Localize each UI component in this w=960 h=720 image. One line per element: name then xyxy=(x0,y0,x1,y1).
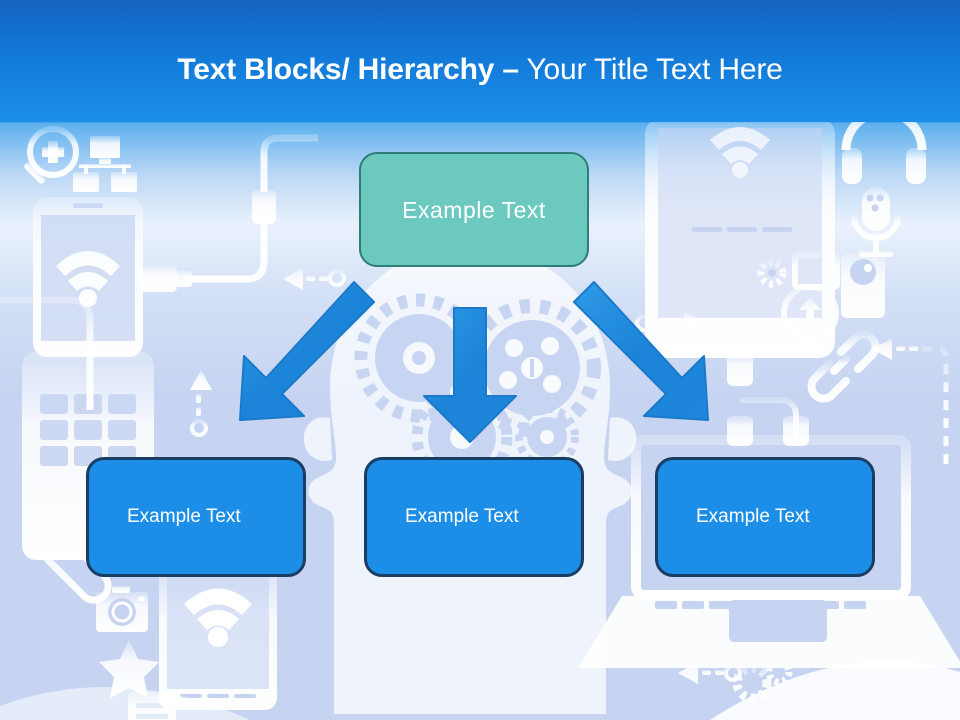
slide-header-band xyxy=(0,0,960,122)
hierarchy-top-node-label: Example Text xyxy=(402,196,546,223)
arrow-down-icon xyxy=(423,307,517,443)
hierarchy-child-node-1[interactable]: Example Text xyxy=(86,457,306,577)
hierarchy-child-node-2-label: Example Text xyxy=(405,506,519,527)
hierarchy-child-node-3-label: Example Text xyxy=(696,506,810,527)
page-title-light: Your Title Text Here xyxy=(518,53,783,86)
hierarchy-child-node-1-label: Example Text xyxy=(127,506,241,527)
page-title-bold: Text Blocks/ Hierarchy – xyxy=(177,53,519,86)
arrow-down-right-icon xyxy=(573,281,709,421)
arrow-down-left-icon xyxy=(239,281,375,421)
hierarchy-child-node-2[interactable]: Example Text xyxy=(364,457,584,577)
hierarchy-child-node-3[interactable]: Example Text xyxy=(655,457,875,577)
page-title: Text Blocks/ Hierarchy – Your Title Text… xyxy=(0,52,960,88)
hierarchy-top-node[interactable]: Example Text xyxy=(359,152,589,267)
